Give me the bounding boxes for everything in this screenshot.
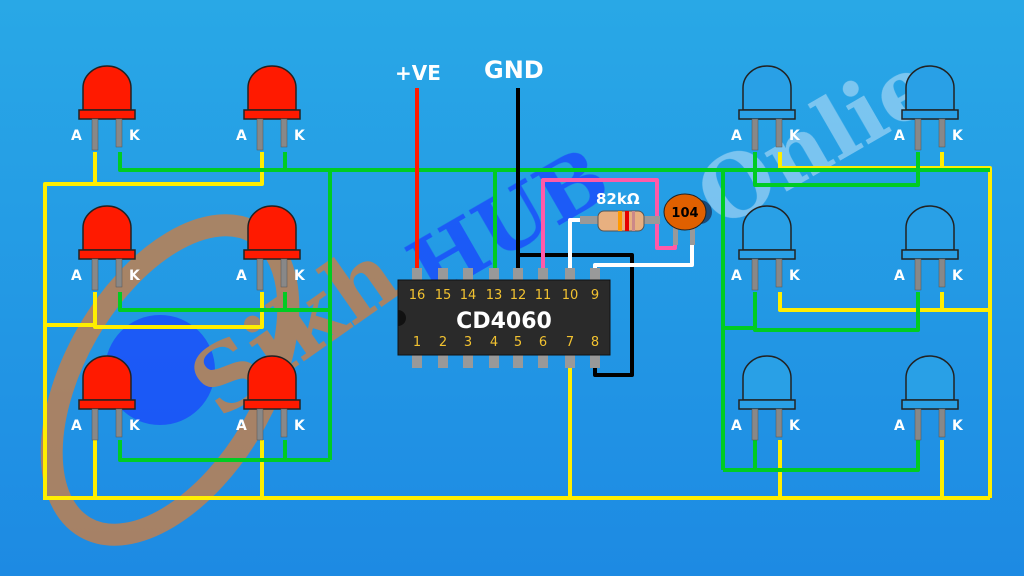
led-cathode-label: K (952, 128, 964, 144)
capacitor-label: 104 (671, 206, 698, 221)
ic-pin-number: 2 (439, 335, 447, 350)
led-cathode-label: K (294, 418, 306, 434)
ic-pin (438, 354, 448, 368)
led-anode-label: A (71, 418, 82, 434)
ic-pin (438, 268, 448, 282)
led-anode-label: A (731, 128, 742, 144)
resistor: 82kΩ (580, 190, 660, 232)
ic-pin-number: 3 (464, 335, 472, 350)
led-anode-label: A (236, 128, 247, 144)
ground-label: GND (484, 56, 544, 84)
ic-pin (538, 268, 548, 282)
wire-ground-pin8 (518, 253, 634, 377)
ic-pin (590, 268, 600, 282)
wire-white-pin9 (593, 230, 694, 270)
ic-pin (513, 354, 523, 368)
capacitor: 104 (663, 193, 712, 245)
ic-pin-number: 5 (514, 335, 522, 350)
ic-pin-number: 9 (591, 288, 599, 303)
wires-green (118, 152, 990, 472)
ic-pin (463, 268, 473, 282)
ic-pin-number: 14 (460, 288, 477, 303)
ic-pin (590, 354, 600, 368)
ic-pin (538, 354, 548, 368)
led-anode-label: A (894, 418, 905, 434)
led-cathode-label: K (129, 418, 141, 434)
led-anode-label: A (236, 418, 247, 434)
ic-pin-number: 10 (562, 288, 579, 303)
led-cathode-label: K (294, 268, 306, 284)
led-cathode-label: K (789, 268, 801, 284)
ic-pin (463, 354, 473, 368)
ic-pin-number: 8 (591, 335, 599, 350)
ic-pin-number: 11 (535, 288, 552, 303)
led-anode-label: A (731, 268, 742, 284)
led-anode-label: A (71, 268, 82, 284)
watermark-globe-icon (105, 315, 215, 425)
ic-pin (412, 268, 422, 282)
ic-pin-number: 7 (566, 335, 574, 350)
led-cathode-label: K (129, 128, 141, 144)
ic-pin-number: 12 (510, 288, 527, 303)
ic-pin (412, 354, 422, 368)
ic-pin (513, 268, 523, 282)
ic-pin (489, 354, 499, 368)
ic-pin (489, 268, 499, 282)
ic-pin (565, 354, 575, 368)
ic-pin-number: 15 (435, 288, 452, 303)
led-anode-label: A (894, 268, 905, 284)
led-cathode-label: K (789, 128, 801, 144)
ic-pin-number: 1 (413, 335, 421, 350)
ic-pin-number: 4 (490, 335, 498, 350)
resistor-label: 82kΩ (596, 190, 640, 208)
ic-pin-number: 6 (539, 335, 547, 350)
led-cathode-label: K (789, 418, 801, 434)
led-cathode-label: K (952, 418, 964, 434)
led-anode-label: A (236, 268, 247, 284)
ic-pin-number: 13 (486, 288, 503, 303)
led-cathode-label: K (129, 268, 141, 284)
led-anode-label: A (731, 418, 742, 434)
led-anode-label: A (71, 128, 82, 144)
led-anode-label: A (894, 128, 905, 144)
ic-pin-number: 16 (409, 288, 426, 303)
positive-label: +VE (395, 61, 441, 85)
ic-pin (565, 268, 575, 282)
led-cathode-label: K (294, 128, 306, 144)
ic-name: CD4060 (456, 309, 552, 334)
led-cathode-label: K (952, 268, 964, 284)
